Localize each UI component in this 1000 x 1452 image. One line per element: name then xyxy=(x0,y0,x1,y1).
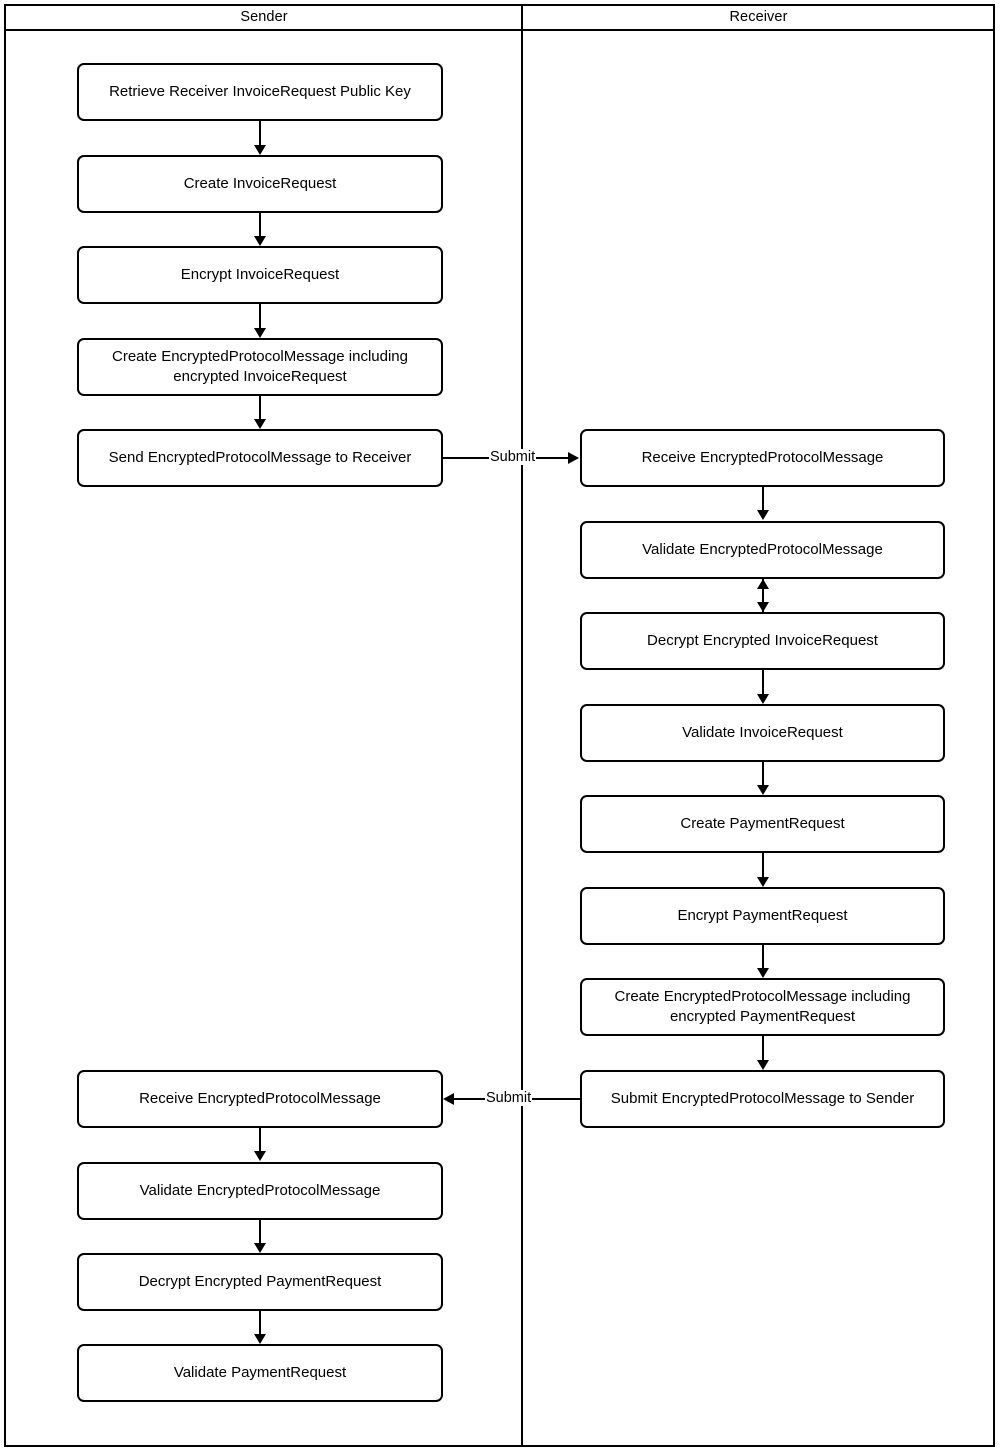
connector-r5-r6 xyxy=(762,853,764,877)
arrowhead-left-icon xyxy=(443,1093,454,1105)
arrowhead-down-icon xyxy=(757,1060,769,1070)
arrowhead-down-icon xyxy=(254,236,266,246)
node-retrieve-receiver-invoicerequest-public-key[interactable]: Retrieve Receiver InvoiceRequest Public … xyxy=(77,63,443,121)
node-label: Validate EncryptedProtocolMessage xyxy=(139,1182,381,1200)
arrowhead-down-icon xyxy=(757,510,769,520)
node-send-encryptedprotocolmessage-to-receiver[interactable]: Send EncryptedProtocolMessage to Receive… xyxy=(77,429,443,487)
node-label: Validate EncryptedProtocolMessage xyxy=(642,541,883,559)
node-label: Create PaymentRequest xyxy=(680,815,845,833)
node-validate-encryptedprotocolmessage-receiver[interactable]: Validate EncryptedProtocolMessage xyxy=(580,521,945,579)
node-label: Receive EncryptedProtocolMessage xyxy=(641,449,884,467)
connector-r4-r5 xyxy=(762,762,764,785)
arrowhead-down-icon xyxy=(757,602,769,612)
lane-title-sender: Sender xyxy=(240,9,288,25)
connector-r2-r3-bidirectional xyxy=(762,579,764,612)
arrowhead-down-icon xyxy=(254,1243,266,1253)
connector-r6-r7 xyxy=(762,945,764,968)
node-label: Encrypt InvoiceRequest xyxy=(180,266,340,284)
node-encrypt-invoicerequest[interactable]: Encrypt InvoiceRequest xyxy=(77,246,443,304)
node-label: Validate PaymentRequest xyxy=(173,1364,347,1382)
node-decrypt-encrypted-paymentrequest[interactable]: Decrypt Encrypted PaymentRequest xyxy=(77,1253,443,1311)
node-create-invoicerequest[interactable]: Create InvoiceRequest xyxy=(77,155,443,213)
node-label: Retrieve Receiver InvoiceRequest Public … xyxy=(109,83,411,101)
node-label: Decrypt Encrypted PaymentRequest xyxy=(138,1273,382,1291)
node-label: Send EncryptedProtocolMessage to Receive… xyxy=(108,449,412,467)
connector-s8-s9 xyxy=(259,1311,261,1334)
node-create-encryptedprotocolmessage-invoicerequest[interactable]: Create EncryptedProtocolMessage includin… xyxy=(77,338,443,396)
arrowhead-down-icon xyxy=(254,1334,266,1344)
arrowhead-down-icon xyxy=(757,785,769,795)
node-validate-invoicerequest[interactable]: Validate InvoiceRequest xyxy=(580,704,945,762)
node-decrypt-encrypted-invoicerequest[interactable]: Decrypt Encrypted InvoiceRequest xyxy=(580,612,945,670)
edge-label-submit-to-sender: Submit xyxy=(485,1090,533,1106)
node-encrypt-paymentrequest[interactable]: Encrypt PaymentRequest xyxy=(580,887,945,945)
lane-divider xyxy=(521,5,523,1446)
node-label: Validate InvoiceRequest xyxy=(682,724,843,742)
node-label: Create EncryptedProtocolMessage includin… xyxy=(614,988,911,1025)
edge-label-submit-to-receiver: Submit xyxy=(489,449,537,465)
arrowhead-down-icon xyxy=(254,145,266,155)
connector-s2-s3 xyxy=(259,213,261,236)
connector-s1-s2 xyxy=(259,121,261,145)
node-receive-encryptedprotocolmessage-receiver[interactable]: Receive EncryptedProtocolMessage xyxy=(580,429,945,487)
node-create-paymentrequest[interactable]: Create PaymentRequest xyxy=(580,795,945,853)
node-create-encryptedprotocolmessage-paymentrequest[interactable]: Create EncryptedProtocolMessage includin… xyxy=(580,978,945,1036)
node-receive-encryptedprotocolmessage-sender[interactable]: Receive EncryptedProtocolMessage xyxy=(77,1070,443,1128)
connector-s4-s5 xyxy=(259,396,261,419)
connector-s3-s4 xyxy=(259,304,261,328)
node-submit-encryptedprotocolmessage-to-sender[interactable]: Submit EncryptedProtocolMessage to Sende… xyxy=(580,1070,945,1128)
lane-title-receiver: Receiver xyxy=(729,9,788,25)
node-label: Encrypt PaymentRequest xyxy=(677,907,848,925)
arrowhead-up-icon xyxy=(757,579,769,589)
connector-r3-r4 xyxy=(762,670,764,694)
arrowhead-right-icon xyxy=(568,452,579,464)
node-label: Receive EncryptedProtocolMessage xyxy=(139,1090,381,1108)
node-label: Submit EncryptedProtocolMessage to Sende… xyxy=(610,1090,915,1108)
connector-r7-r8 xyxy=(762,1036,764,1060)
arrowhead-down-icon xyxy=(757,968,769,978)
node-validate-encryptedprotocolmessage-sender[interactable]: Validate EncryptedProtocolMessage xyxy=(77,1162,443,1220)
node-label: Decrypt Encrypted InvoiceRequest xyxy=(647,632,878,650)
node-label: Create InvoiceRequest xyxy=(183,175,337,193)
arrowhead-down-icon xyxy=(254,1151,266,1161)
connector-r1-r2 xyxy=(762,487,764,510)
lane-header-rule xyxy=(5,29,995,31)
arrowhead-down-icon xyxy=(757,877,769,887)
arrowhead-down-icon xyxy=(254,328,266,338)
arrowhead-down-icon xyxy=(254,419,266,429)
connector-s7-s8 xyxy=(259,1220,261,1243)
arrowhead-down-icon xyxy=(757,694,769,704)
node-label: Create EncryptedProtocolMessage includin… xyxy=(112,348,408,385)
node-validate-paymentrequest[interactable]: Validate PaymentRequest xyxy=(77,1344,443,1402)
connector-s6-s7 xyxy=(259,1128,261,1151)
